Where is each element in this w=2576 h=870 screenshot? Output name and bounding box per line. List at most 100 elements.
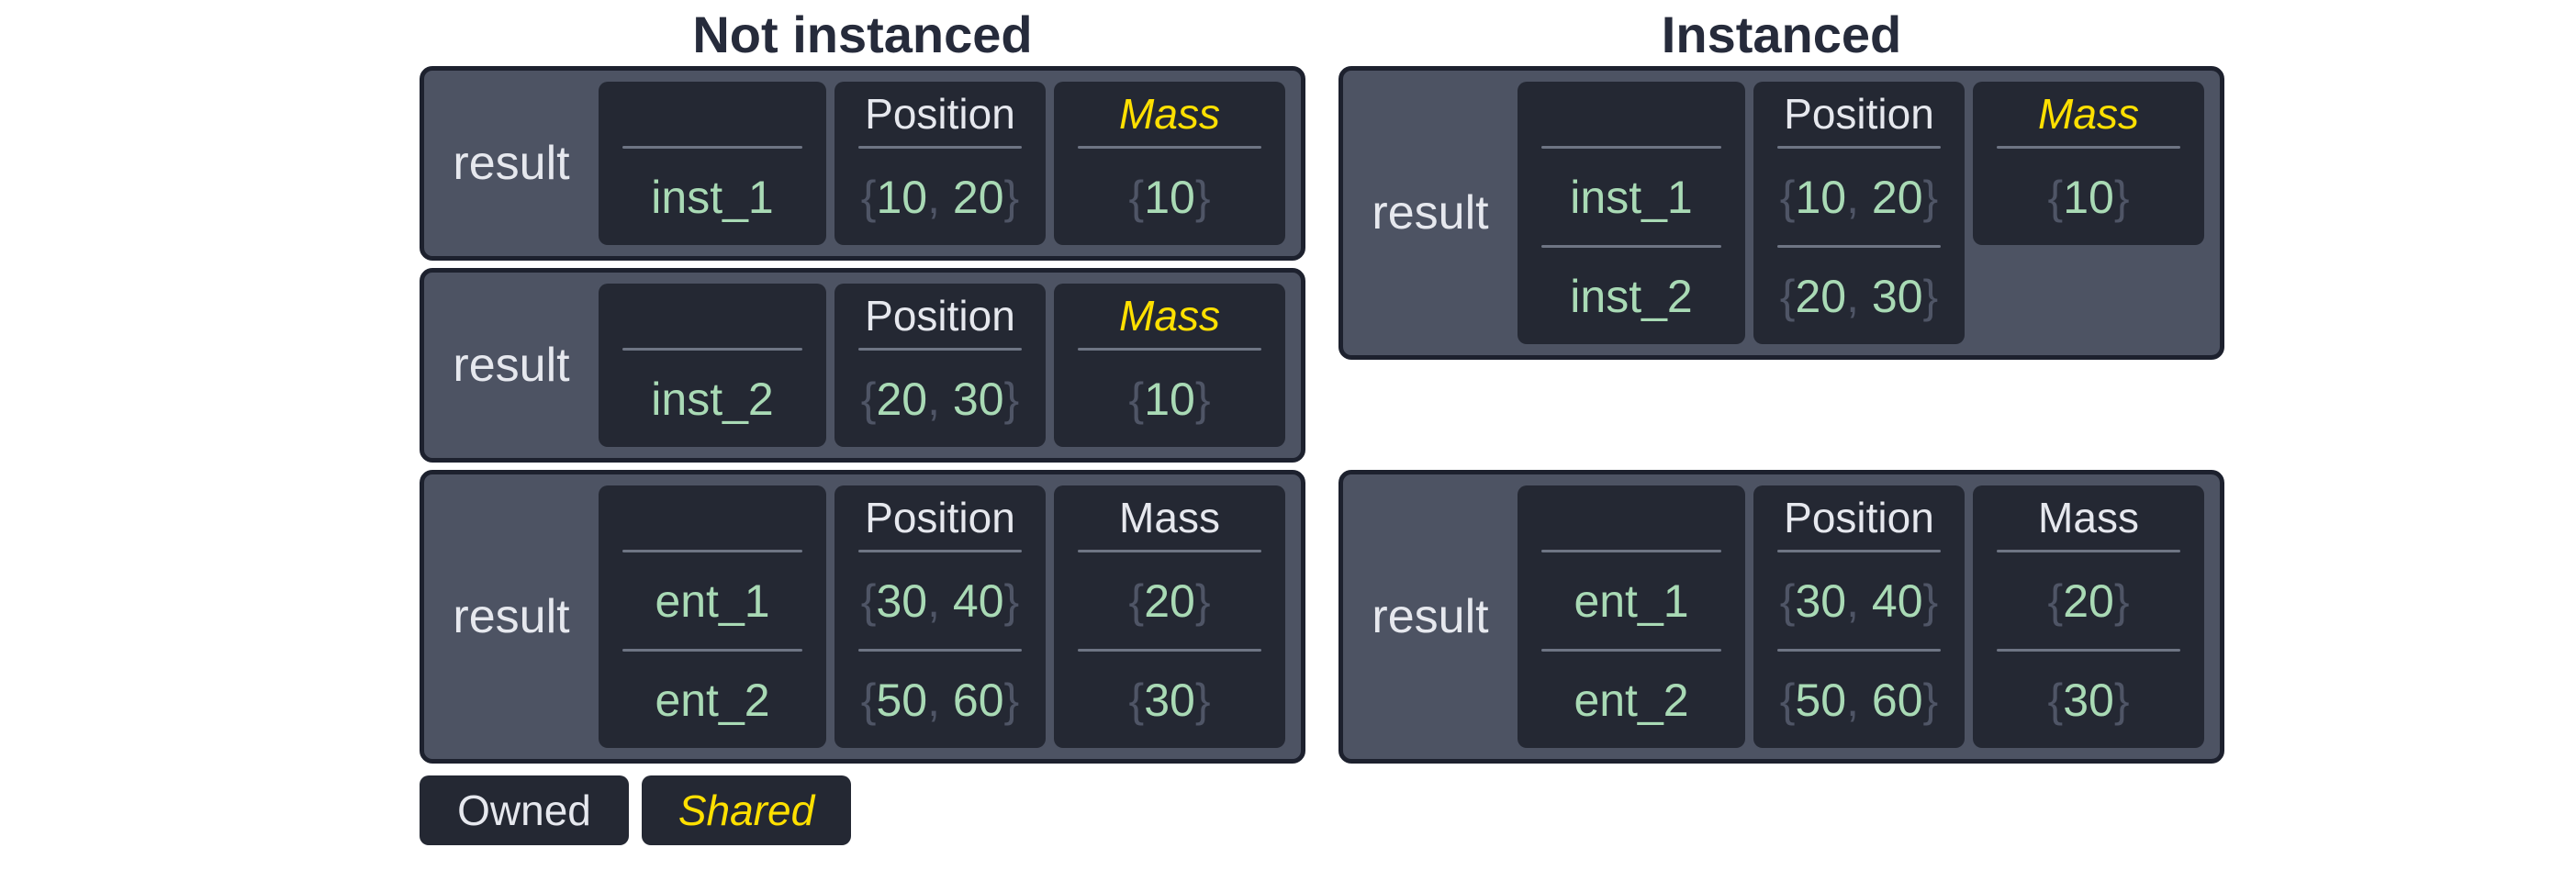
result-card: result inst_2 Position {20, 30} Mass {10… bbox=[420, 268, 1305, 463]
value-number: 10 bbox=[1144, 171, 1195, 223]
position-header: Position bbox=[1784, 90, 1934, 138]
open-brace: { bbox=[2047, 674, 2064, 726]
value-number: 50 bbox=[1795, 674, 1847, 726]
mass-header: Mass bbox=[1119, 292, 1220, 340]
entity-name: ent_1 bbox=[1574, 574, 1689, 627]
value-number: 30 bbox=[2063, 674, 2114, 726]
value-number: 40 bbox=[952, 574, 1004, 627]
open-brace: { bbox=[860, 373, 877, 425]
divider bbox=[1541, 245, 1721, 248]
legend-shared: Shared bbox=[642, 775, 851, 845]
divider bbox=[858, 649, 1022, 652]
result-label: result bbox=[453, 590, 570, 643]
divider bbox=[1997, 649, 2180, 652]
result-label: result bbox=[1372, 590, 1489, 643]
divider bbox=[1078, 550, 1261, 552]
result-card: result ent_1 ent_2 Position {30, 40} {50… bbox=[420, 470, 1305, 764]
mass-value: {10} bbox=[1054, 351, 1285, 447]
close-brace: } bbox=[1194, 574, 1211, 627]
open-brace: { bbox=[860, 171, 877, 223]
mass-column: Mass {10} bbox=[1054, 82, 1285, 245]
divider bbox=[858, 146, 1022, 149]
comma: , bbox=[1846, 674, 1872, 726]
close-brace: } bbox=[1003, 574, 1020, 627]
close-brace: } bbox=[1003, 373, 1020, 425]
open-brace: { bbox=[1779, 674, 1796, 726]
card-cells: ent_1 ent_2 Position {30, 40} {50, 60} M… bbox=[599, 485, 1285, 748]
mass-column-shared: Mass {10} bbox=[1973, 82, 2204, 245]
close-brace: } bbox=[1922, 574, 1939, 627]
entity-header bbox=[599, 82, 826, 146]
value-number: 30 bbox=[1871, 270, 1923, 322]
divider bbox=[622, 348, 802, 351]
entity-column: inst_1 inst_2 bbox=[1518, 82, 1745, 344]
divider bbox=[1777, 245, 1941, 248]
value-number: 20 bbox=[2063, 574, 2114, 627]
position-column: Position {10, 20} bbox=[834, 82, 1046, 245]
open-brace: { bbox=[1779, 171, 1796, 223]
comma: , bbox=[1846, 574, 1872, 627]
value-number: 60 bbox=[1871, 674, 1923, 726]
column-title-instanced: Instanced bbox=[1661, 6, 1902, 63]
position-value: {50, 60} bbox=[834, 652, 1046, 748]
value-number: 20 bbox=[1144, 574, 1195, 627]
open-brace: { bbox=[1128, 574, 1145, 627]
comma: , bbox=[927, 373, 953, 425]
position-column: Position {10, 20} {20, 30} bbox=[1753, 82, 1965, 344]
result-card: result ent_1 ent_2 Position {30, 40} {50… bbox=[1338, 470, 2224, 764]
divider bbox=[1777, 649, 1941, 652]
mass-header: Mass bbox=[1119, 90, 1220, 138]
divider bbox=[1541, 146, 1721, 149]
value-number: 10 bbox=[1144, 373, 1195, 425]
mass-value: {10} bbox=[1054, 149, 1285, 245]
position-column: Position {30, 40} {50, 60} bbox=[1753, 485, 1965, 748]
divider bbox=[1541, 649, 1721, 652]
divider bbox=[622, 550, 802, 552]
close-brace: } bbox=[1194, 674, 1211, 726]
entity-name: ent_1 bbox=[655, 574, 770, 627]
entity-name: ent_2 bbox=[1574, 674, 1689, 726]
position-value: {10, 20} bbox=[1753, 149, 1965, 245]
mass-value: {30} bbox=[1054, 652, 1285, 748]
mass-column: Mass {20} {30} bbox=[1054, 485, 1285, 748]
position-value: {50, 60} bbox=[1753, 652, 1965, 748]
result-label: result bbox=[453, 339, 570, 392]
close-brace: } bbox=[1194, 373, 1211, 425]
close-brace: } bbox=[1922, 270, 1939, 322]
open-brace: { bbox=[1779, 574, 1796, 627]
value-number: 40 bbox=[1871, 574, 1923, 627]
card-cells: inst_1 Position {10, 20} Mass {10} bbox=[599, 82, 1285, 245]
value-number: 10 bbox=[1795, 171, 1847, 223]
value-number: 10 bbox=[2063, 171, 2114, 223]
value-number: 30 bbox=[1795, 574, 1847, 627]
entity-header bbox=[599, 284, 826, 348]
value-number: 20 bbox=[876, 373, 928, 425]
divider bbox=[1541, 550, 1721, 552]
divider bbox=[1997, 550, 2180, 552]
divider bbox=[622, 649, 802, 652]
mass-value: {20} bbox=[1973, 552, 2204, 649]
value-number: 30 bbox=[876, 574, 928, 627]
entity-column: ent_1 ent_2 bbox=[599, 485, 826, 748]
position-value: {10, 20} bbox=[834, 149, 1046, 245]
result-label: result bbox=[1372, 186, 1489, 240]
result-label: result bbox=[453, 137, 570, 190]
value-number: 50 bbox=[876, 674, 928, 726]
close-brace: } bbox=[1194, 171, 1211, 223]
position-header: Position bbox=[865, 90, 1015, 138]
entity-name: inst_1 bbox=[1570, 171, 1693, 223]
mass-value: {30} bbox=[1973, 652, 2204, 748]
comma: , bbox=[1846, 270, 1872, 322]
position-header: Position bbox=[1784, 494, 1934, 541]
close-brace: } bbox=[1003, 674, 1020, 726]
close-brace: } bbox=[2113, 574, 2130, 627]
divider bbox=[1777, 146, 1941, 149]
value-number: 30 bbox=[952, 373, 1004, 425]
divider bbox=[622, 146, 802, 149]
position-column: Position {20, 30} bbox=[834, 284, 1046, 447]
open-brace: { bbox=[860, 674, 877, 726]
position-column: Position {30, 40} {50, 60} bbox=[834, 485, 1046, 748]
close-brace: } bbox=[2113, 674, 2130, 726]
position-value: {20, 30} bbox=[834, 351, 1046, 447]
